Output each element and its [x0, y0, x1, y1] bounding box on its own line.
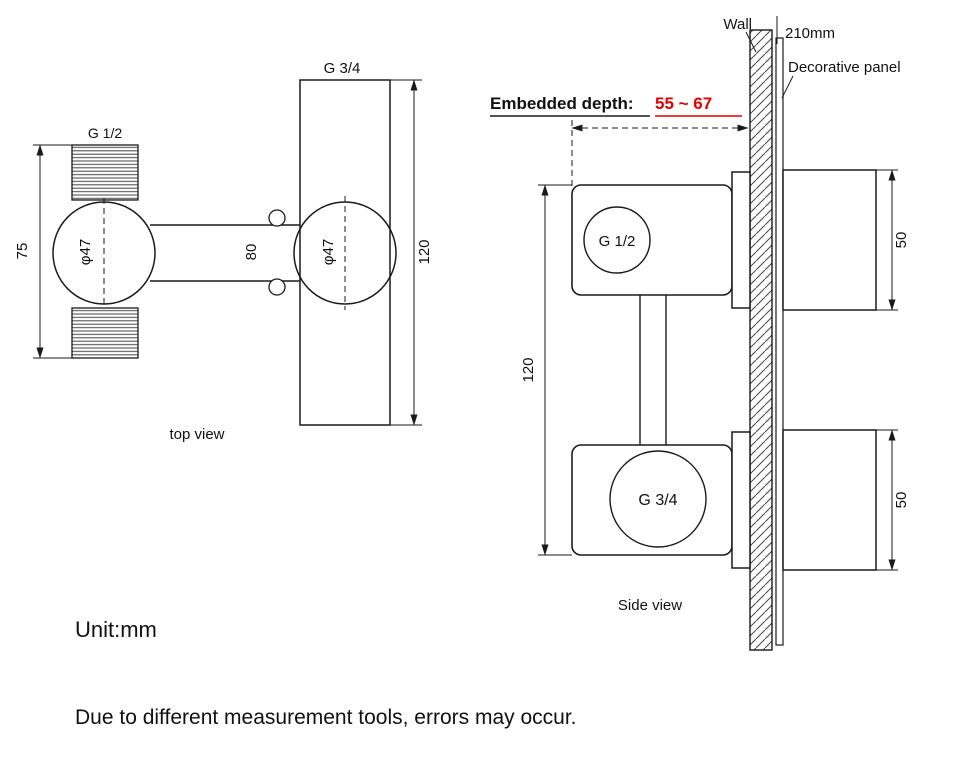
embedded-depth-dim — [571, 120, 749, 186]
panel-leader-line — [781, 75, 794, 99]
dim-80-label: 80 — [243, 244, 260, 261]
dim-50-bottom-label: 50 — [893, 492, 910, 509]
wall-hatch — [749, 29, 773, 651]
dim-50-top-label: 50 — [893, 232, 910, 249]
dim-50-bottom — [876, 429, 898, 571]
embedded-depth-label: Embedded depth: — [490, 94, 634, 113]
g34-port-circle — [609, 450, 707, 548]
flange-top — [731, 171, 751, 309]
side-view: Wall 210mm Decorative panel Embedded dep… — [490, 16, 910, 651]
body-connector — [639, 295, 667, 445]
g12-thread-top — [71, 144, 139, 201]
g12-thread-bottom — [71, 307, 139, 359]
g12-port-label: G 1/2 — [599, 233, 636, 250]
note-label: Due to different measurement tools, erro… — [75, 706, 577, 729]
decorative-panel — [775, 37, 784, 646]
dim-75 — [33, 144, 72, 359]
g34-pipe-label: G 3/4 — [324, 60, 361, 77]
decorative-panel-label: Decorative panel — [788, 59, 901, 76]
knob-top — [782, 169, 877, 311]
connector-bar — [150, 224, 300, 282]
screw-hole-bottom — [268, 278, 286, 296]
top-view: 120 75 G 1/2 G 3/4 φ47 φ47 80 top view — [14, 60, 433, 443]
dim-75-label: 75 — [14, 243, 31, 260]
dim-120-side — [538, 184, 572, 556]
dim-120-side-label: 120 — [520, 357, 537, 382]
g34-port-label: G 3/4 — [638, 492, 677, 509]
knob-bottom — [782, 429, 877, 571]
dim-50-top — [876, 169, 898, 311]
unit-label: Unit:mm — [75, 617, 157, 642]
wall-leader-line — [745, 31, 757, 53]
dia-left-label: φ47 — [77, 239, 94, 265]
flange-bottom — [731, 431, 751, 569]
dia-right-label: φ47 — [320, 239, 337, 265]
g34-pipe-rect — [299, 79, 391, 426]
side-view-caption: Side view — [618, 597, 682, 614]
wall-label: Wall — [723, 16, 752, 33]
g12-thread-label: G 1/2 — [88, 125, 122, 141]
embedded-depth-value: 55 ~ 67 — [655, 94, 712, 113]
centerlines — [103, 196, 346, 310]
g12-port-circle — [583, 206, 651, 274]
dim-120-top-view — [390, 79, 422, 426]
wall-thickness-label: 210mm — [785, 25, 835, 42]
screw-hole-top — [268, 209, 286, 227]
dim-120-top-label: 120 — [416, 239, 433, 264]
top-view-caption: top view — [169, 426, 224, 443]
